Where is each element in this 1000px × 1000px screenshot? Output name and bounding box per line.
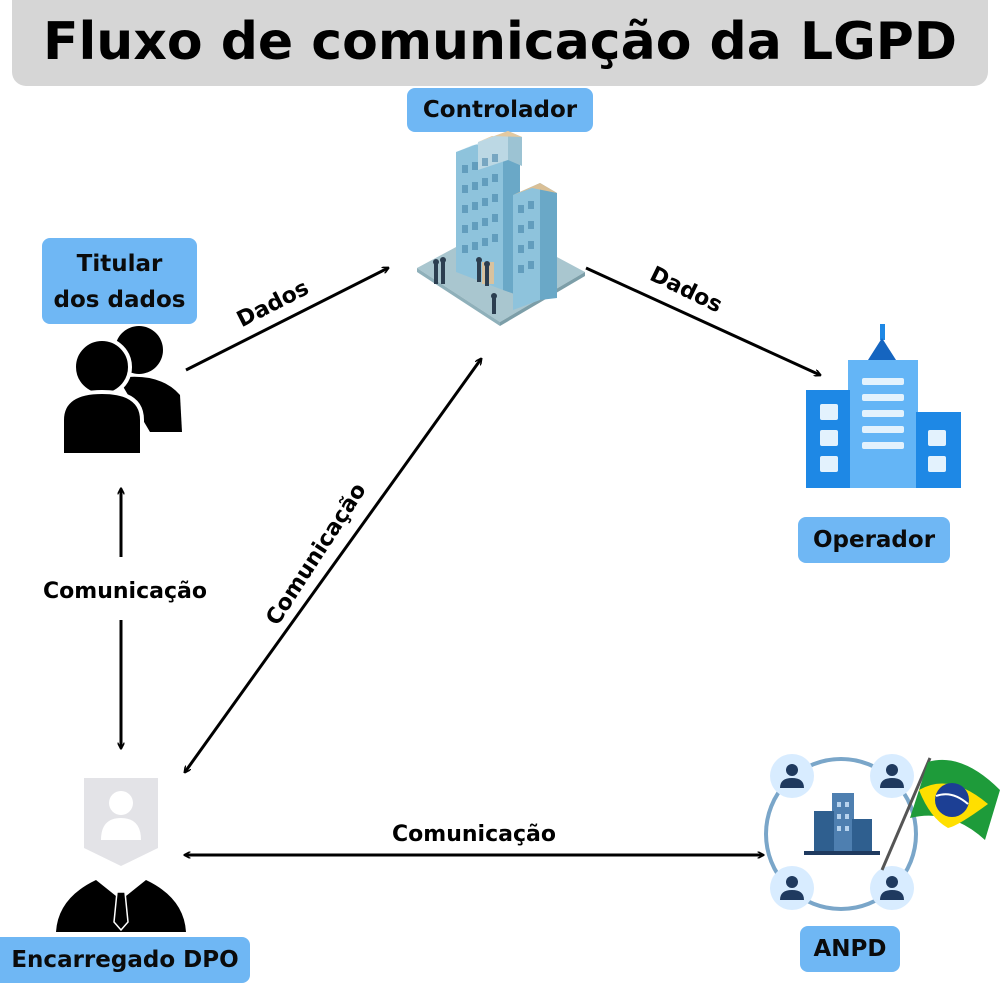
titular-label-line1: Titular — [76, 251, 163, 277]
anpd-network-icon — [764, 754, 1000, 911]
people-group-icon — [60, 326, 182, 457]
brazil-flag-icon — [880, 757, 1000, 871]
title-bar — [12, 0, 988, 86]
edge-label-titular-controlador: Dados — [233, 276, 313, 333]
arrow-encarregado-controlador — [185, 359, 481, 772]
encarregado-label: Encarregado DPO — [0, 937, 250, 983]
titular-label-line2: dos dados — [53, 287, 186, 313]
operador-label-text: Operador — [812, 527, 936, 553]
edge-label-encarregado-controlador: Comunicação — [261, 479, 371, 630]
edge-label-controlador-operador: Dados — [646, 262, 726, 318]
page-title: Fluxo de comunicação da LGPD — [42, 12, 958, 72]
arrow-titular-to-controlador — [185, 268, 388, 372]
controlador-label-text: Controlador — [422, 97, 578, 123]
arrow-controlador-to-operador — [585, 266, 820, 375]
encarregado-label-text: Encarregado DPO — [11, 947, 239, 973]
anpd-building — [804, 793, 880, 855]
blue-building-icon — [806, 324, 961, 488]
controlador-label: Controlador — [407, 88, 593, 132]
officer-badge-icon — [56, 778, 186, 932]
operador-label: Operador — [798, 517, 950, 563]
titular-label: Titular dos dados — [42, 238, 197, 324]
anpd-label: ANPD — [800, 926, 900, 972]
anpd-label-text: ANPD — [813, 936, 887, 962]
edge-label-encarregado-anpd: Comunicação — [392, 822, 556, 847]
office-building-icon — [417, 131, 585, 326]
edge-label-titular-encarregado: Comunicação — [43, 579, 207, 604]
